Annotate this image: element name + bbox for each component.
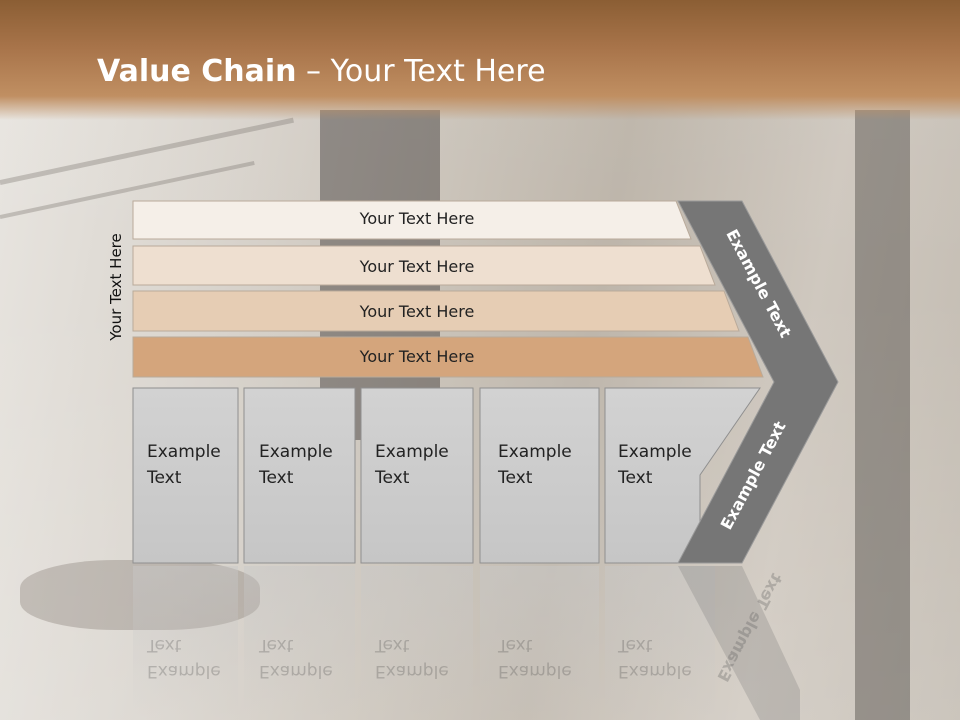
box-reflection bbox=[244, 566, 355, 716]
bar-1 bbox=[132, 200, 692, 240]
box-5 bbox=[604, 387, 761, 564]
box-reflection bbox=[133, 566, 238, 716]
box-3 bbox=[360, 387, 474, 564]
background-pole bbox=[855, 110, 910, 720]
box-1 bbox=[132, 387, 239, 564]
arrow-reflection bbox=[678, 566, 800, 720]
bar-label: Your Text Here bbox=[359, 302, 475, 321]
bar-2 bbox=[132, 245, 716, 286]
box-4 bbox=[479, 387, 600, 564]
box-reflection bbox=[605, 566, 715, 716]
chevron-arrow bbox=[677, 200, 839, 564]
bar-label: Your Text Here bbox=[359, 347, 475, 366]
title-banner bbox=[0, 0, 960, 120]
box-reflection bbox=[361, 566, 473, 716]
page-title: Value Chain – Your Text Here bbox=[97, 54, 546, 89]
bar-label: Your Text Here bbox=[359, 209, 475, 228]
bar-4 bbox=[132, 336, 764, 378]
box-2 bbox=[243, 387, 356, 564]
box-reflection bbox=[480, 566, 599, 716]
bar-label: Your Text Here bbox=[359, 257, 475, 276]
bar-3 bbox=[132, 290, 740, 332]
